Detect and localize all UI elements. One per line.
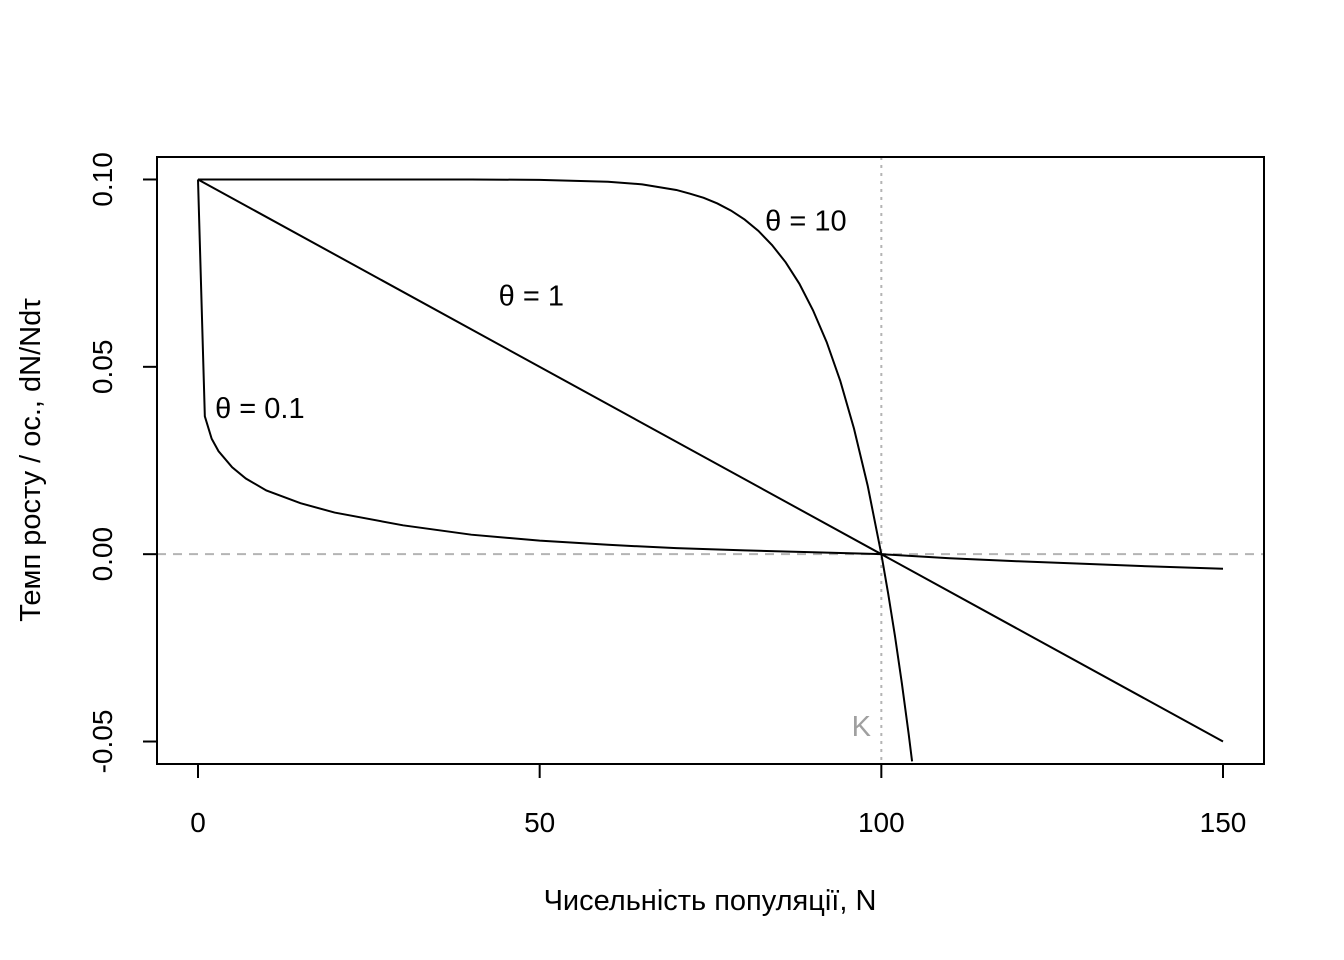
curve-label: θ = 0.1 — [215, 393, 304, 425]
y-axis-title: Темп росту / ос., dN/Ndτ — [15, 298, 47, 622]
curve-1 — [197, 178, 1224, 743]
y-tick-label: 0.05 — [87, 340, 118, 395]
y-tick-label: -0.05 — [87, 710, 118, 774]
x-tick-label: 100 — [858, 807, 905, 838]
curve-10 — [198, 178, 914, 762]
x-axis-title: Чисельність популяції, N — [544, 885, 877, 917]
reference-lines: K — [157, 157, 1264, 764]
curves — [197, 178, 1224, 762]
y-tick-label: 0.00 — [87, 527, 118, 582]
x-tick-label: 50 — [524, 807, 555, 838]
curve-labels: θ = 0.1 θ = 1 θ = 10 — [215, 206, 847, 425]
x-axis: 0 50 100 150 — [190, 763, 1247, 838]
curve-label: θ = 10 — [765, 206, 846, 238]
x-tick-label: 0 — [190, 807, 206, 838]
x-tick-label: 150 — [1200, 807, 1247, 838]
carrying-capacity-label: K — [852, 711, 872, 743]
curve-0-1 — [197, 179, 1224, 570]
y-tick-label: 0.10 — [87, 152, 118, 207]
y-axis: -0.05 0.00 0.05 0.10 — [87, 152, 158, 774]
curve-label: θ = 1 — [499, 281, 564, 313]
